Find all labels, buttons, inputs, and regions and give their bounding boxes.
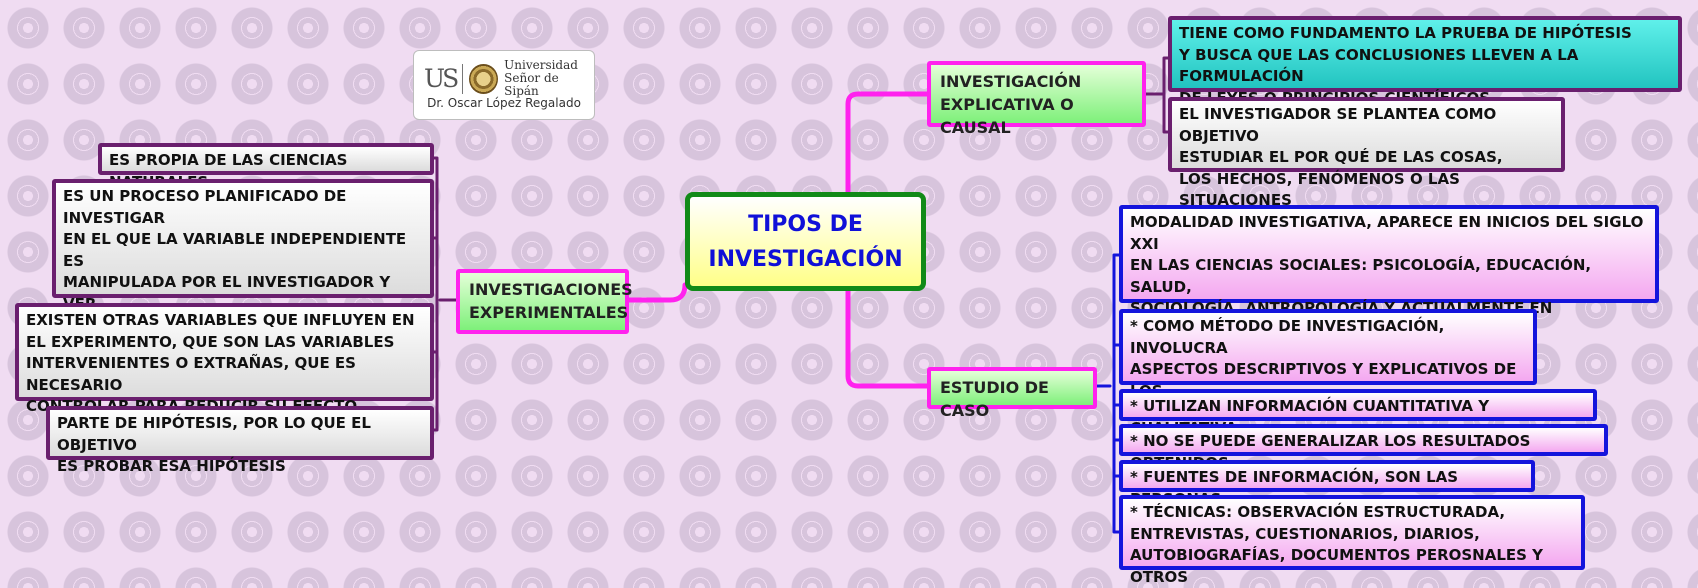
- link-center-caso: [845, 288, 931, 389]
- central-topic-title: TIPOS DE INVESTIGACIÓN: [708, 211, 903, 272]
- university-seal-icon: [469, 63, 499, 94]
- caso-leaf-6[interactable]: * TÉCNICAS: OBSERVACIÓN ESTRUCTURADA, EN…: [1119, 495, 1585, 586]
- explicativa-leaf-2[interactable]: EL INVESTIGADOR SE PLANTEA COMO OBJETIVO…: [1168, 97, 1565, 209]
- link-center-experimentales: [625, 282, 688, 303]
- branch-explicativa[interactable]: INVESTIGACIÓN EXPLICATIVA O CAUSAL: [927, 61, 1146, 137]
- caso-leaf-4[interactable]: * NO SE PUEDE GENERALIZAR LOS RESULTADOS…: [1119, 424, 1608, 472]
- university-logo: US Universidad Señor de Sipán Dr. Oscar …: [413, 50, 595, 120]
- link-center-explicativa: [845, 91, 931, 195]
- caso-leaf-5[interactable]: * FUENTES DE INFORMACIÓN, SON LAS PERSON…: [1119, 460, 1535, 508]
- branch-estudio-de-caso[interactable]: ESTUDIO DE CASO: [927, 367, 1097, 420]
- link-explicativa-leaves: [1144, 56, 1171, 134]
- logo-divider: [462, 63, 464, 94]
- experimentales-leaf-4[interactable]: PARTE DE HIPÓTESIS, POR LO QUE EL OBJETI…: [46, 406, 434, 475]
- caso-leaf-2[interactable]: * COMO MÉTODO DE INVESTIGACIÓN, INVOLUCR…: [1119, 309, 1537, 421]
- branch-experimentales[interactable]: INVESTIGACIONES EXPERIMENTALES: [456, 269, 633, 334]
- experimentales-leaf-2[interactable]: ES UN PROCESO PLANIFICADO DE INVESTIGAR …: [52, 179, 434, 356]
- link-experimentales-leaves: [431, 156, 459, 432]
- experimentales-leaf-3[interactable]: EXISTEN OTRAS VARIABLES QUE INFLUYEN EN …: [15, 303, 434, 415]
- institution-name-line1: Universidad: [504, 58, 578, 72]
- institution-name-line2: Señor de Sipán: [504, 71, 559, 98]
- central-topic[interactable]: TIPOS DE INVESTIGACIÓN: [685, 192, 926, 291]
- caso-leaf-3[interactable]: * UTILIZAN INFORMACIÓN CUANTITATIVA Y CU…: [1119, 389, 1597, 437]
- link-caso-leaves: [1094, 253, 1122, 534]
- institution-name: Universidad Señor de Sipán: [504, 59, 594, 98]
- us-logo-mark: US: [424, 64, 459, 93]
- experimentales-leaf-1[interactable]: ES PROPIA DE LAS CIENCIAS NATURALES: [98, 143, 434, 191]
- author-caption: Dr. Oscar López Regalado: [427, 96, 581, 110]
- explicativa-leaf-1[interactable]: TIENE COMO FUNDAMENTO LA PRUEBA DE HIPÓT…: [1168, 16, 1682, 107]
- caso-leaf-1[interactable]: MODALIDAD INVESTIGATIVA, APARECE EN INIC…: [1119, 205, 1659, 360]
